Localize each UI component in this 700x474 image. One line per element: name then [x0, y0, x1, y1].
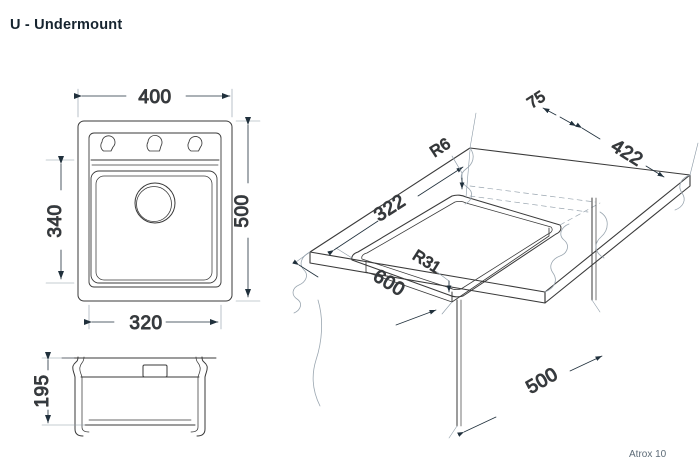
dim-422: [575, 122, 665, 178]
top-view-group: [77, 120, 233, 302]
top-view-inner-rim: [88, 132, 222, 288]
side-left-wall: [72, 356, 84, 437]
drawing-footer-label: Atrox 10: [629, 449, 667, 460]
sink-body-iso-right: [451, 227, 550, 303]
cutout-rebate: [361, 201, 553, 290]
dim-500-iso: [457, 355, 603, 437]
dim-label-322: 322: [370, 191, 409, 227]
dim-322: [327, 166, 464, 256]
break-edges: [292, 147, 691, 407]
tap-hole-right-icon: [187, 136, 203, 152]
dim-label-400: 400: [138, 87, 171, 108]
overflow-slot: [142, 364, 168, 378]
dim-75: [542, 107, 577, 127]
tap-hole-left-icon: [100, 135, 116, 152]
dim-label-320: 320: [129, 313, 162, 334]
dim-label-340: 340: [45, 204, 66, 237]
bowl-outline: [90, 170, 218, 284]
side-right-wall-inner: [190, 356, 201, 433]
hidden-lines: [469, 185, 601, 226]
counter-top-face: [309, 147, 691, 293]
drain-inner-icon: [136, 186, 172, 222]
isometric-group: 322 R6 75 422: [292, 88, 699, 439]
dim-label-75: 75: [524, 88, 548, 112]
dim-label-r6: R6: [427, 135, 453, 160]
bowl-outline-inner: [95, 175, 213, 281]
dim-label-600: 600: [369, 266, 408, 301]
side-elevation-group: [61, 356, 217, 437]
counter-right-edge: [544, 174, 691, 304]
side-left-wall-inner: [79, 356, 90, 433]
dim-label-195: 195: [32, 374, 53, 407]
top-view-outer-body: [77, 120, 233, 302]
side-right-wall: [196, 356, 208, 437]
tap-hole-center-icon: [146, 134, 163, 152]
dim-label-500-iso: 500: [523, 364, 562, 399]
drain-outer-icon: [134, 182, 176, 224]
dim-600: [292, 259, 437, 326]
page-title: U - Undermount: [10, 17, 123, 33]
dim-label-500: 500: [232, 194, 253, 227]
